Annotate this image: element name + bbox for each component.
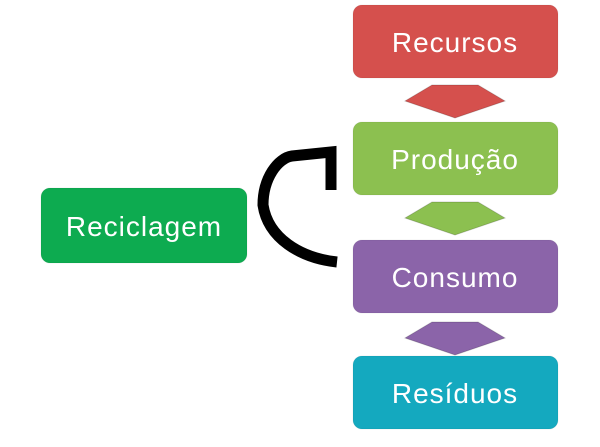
node-reciclagem (40, 187, 248, 264)
node-recursos (352, 4, 559, 79)
node-producao-label: Produção (391, 144, 519, 175)
left-column: Reciclagem (40, 187, 248, 264)
down-arrow-consumo-residuos-icon (403, 321, 507, 356)
node-consumo-label: Consumo (392, 262, 519, 293)
down-arrow-recursos-producao-icon (403, 84, 507, 119)
node-recursos-label: Recursos (392, 27, 518, 58)
recycle-curved-arrow-icon (257, 145, 338, 268)
node-residuos-label: Resíduos (392, 378, 518, 409)
down-arrow-producao-consumo-icon (403, 201, 507, 236)
node-residuos (352, 355, 559, 430)
node-consumo (352, 239, 559, 314)
node-producao (352, 121, 559, 196)
node-reciclagem-label: Reciclagem (66, 211, 222, 242)
flow-column: Recursos Produção Consumo Resíduos (352, 4, 559, 430)
